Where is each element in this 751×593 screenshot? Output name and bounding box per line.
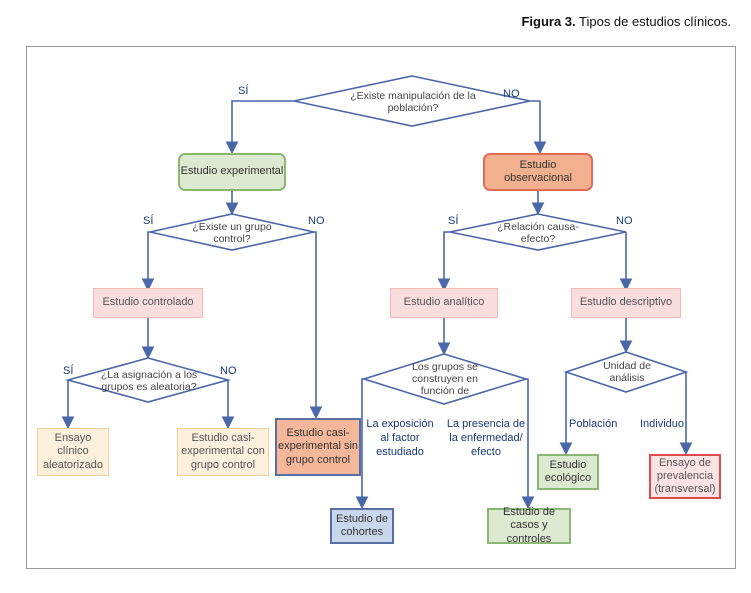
branch-individuo: Individuo <box>640 418 685 430</box>
node-casos: Estudio de casos y controles <box>487 506 571 545</box>
diamond-manipulation <box>293 75 531 127</box>
caption-label: Figura 3. <box>521 14 576 29</box>
diamond-causa <box>449 213 627 251</box>
node-casi-sin: Estudio casi-experimental sin grupo cont… <box>275 418 361 476</box>
diamond-unidad <box>563 351 689 393</box>
yes-label-2: SÍ <box>143 215 154 227</box>
node-experimental: Estudio experimental <box>178 153 286 191</box>
yes-label-4: SÍ <box>63 365 74 377</box>
node-analitico: Estudio analítico <box>390 288 498 318</box>
branch-exposicion: La exposición al factor estudiado <box>366 418 434 458</box>
caption-text: Tipos de estudios clínicos. <box>575 14 731 29</box>
node-observacional: Estudio observacional <box>483 153 593 191</box>
node-ensayo: Ensayo clínico aleatorizado <box>37 428 109 476</box>
decision-grupos-text: Los grupos se construyen en función de <box>412 360 478 398</box>
branch-presencia: La presencia de la enfermedad/ efecto <box>446 418 526 458</box>
no-label-1: NO <box>503 88 520 100</box>
node-descriptivo: Estudio descriptivo <box>571 288 681 318</box>
node-ecologico: Estudio ecológico <box>537 454 599 490</box>
diagram-frame <box>26 46 736 569</box>
decision-manipulation-text: ¿Existe manipulación de la población? <box>350 89 476 114</box>
no-label-2: NO <box>308 215 325 227</box>
node-cohortes: Estudio de cohortes <box>330 508 394 544</box>
decision-causa-text: ¿Relación causa-efecto? <box>497 220 579 245</box>
no-label-4: NO <box>220 365 237 377</box>
node-prevalencia: Ensayo de prevalencia (transversal) <box>649 454 721 499</box>
decision-asignacion-text: ¿La asignación a los grupos es aleatoria… <box>100 368 198 393</box>
node-casi-control: Estudio casi-experimental con grupo cont… <box>177 428 269 476</box>
figure-caption: Figura 3. Tipos de estudios clínicos. <box>521 14 731 29</box>
branch-poblacion: Población <box>569 418 618 430</box>
diamond-control <box>149 213 315 251</box>
diamond-grupos <box>361 353 529 405</box>
yes-label-1: SÍ <box>238 85 249 97</box>
no-label-3: NO <box>616 215 633 227</box>
diamond-asignacion <box>64 357 232 403</box>
node-controlado: Estudio controlado <box>93 288 203 318</box>
decision-control-text: ¿Existe un grupo control? <box>192 220 272 245</box>
yes-label-3: SÍ <box>448 215 459 227</box>
decision-unidad-text: Unidad de análisis <box>603 359 651 384</box>
